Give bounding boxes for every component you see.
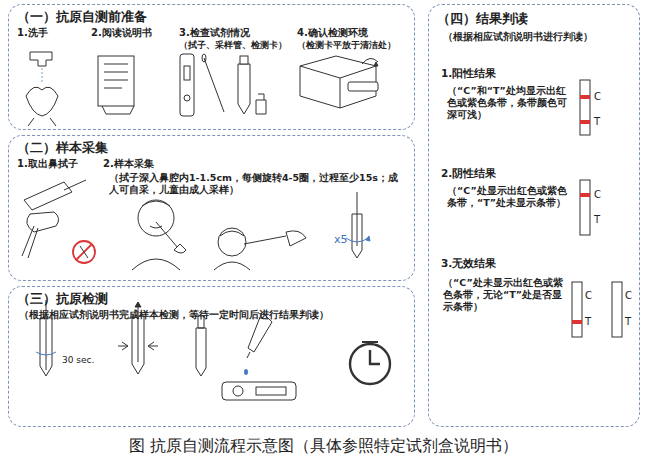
step-panel: （一）抗原自测前准备 1.洗手 2.阅读说明书 3.检查试剂情况（拭子、采样管、检测卡… xyxy=(8,4,415,130)
step-text: 1.取出鼻拭子 xyxy=(17,158,78,171)
band-letter: C xyxy=(585,290,592,301)
step-text: 2.样本采集 xyxy=(103,158,154,171)
band-letter: T xyxy=(594,116,600,127)
step-text: （根据相应试剂说明书完成样本检测，等待一定时间后进行结果判读） xyxy=(19,309,409,321)
step-text: （拭子、采样管、检测卡） xyxy=(179,40,287,51)
band-letter: T xyxy=(625,316,631,327)
step-text: 4.确认检测环境 xyxy=(297,27,368,40)
panel-heading: （一）抗原自测前准备 xyxy=(17,9,147,25)
step-text: （检测卡平放于清洁处） xyxy=(297,40,396,51)
panel-heading: （四）结果判读 xyxy=(437,11,528,27)
band-letter: T xyxy=(594,214,600,225)
band-letter: C xyxy=(625,290,632,301)
step-text: （拭子深入鼻腔内1-1.5cm，每侧旋转4-5圈，过程至少15s；成人可自采，儿… xyxy=(109,172,405,196)
step-text: （根据相应试剂说明书进行判读） xyxy=(443,31,633,43)
prep-illustrations xyxy=(26,52,378,126)
panel-heading: （二）样本采集 xyxy=(17,140,108,156)
band-letter: C xyxy=(594,91,601,102)
panel-heading: （三）抗原检测 xyxy=(17,291,108,307)
illustration-note: x5 xyxy=(334,234,348,246)
band-letter: C xyxy=(594,189,601,200)
step-text: 3.无效结果 xyxy=(441,257,496,270)
band-letter: T xyxy=(585,316,591,327)
step-text: 1.洗手 xyxy=(17,27,48,40)
figure-caption: 图 抗原自测流程示意图（具体参照特定试剂盒说明书） xyxy=(129,436,518,457)
step-text: 2.阴性结果 xyxy=(441,167,496,180)
step-text: 1.阳性结果 xyxy=(441,67,496,80)
illustration-note: 30 sec. xyxy=(62,356,94,366)
step-panel: （二）样本采集 1.取出鼻拭子 2.样本采集（拭子深入鼻腔内1-1.5cm，每侧旋转… xyxy=(8,135,415,281)
step-text: （“C”处显示出红色或紫色条带，“T”处未显示条带） xyxy=(447,185,575,209)
result-strips xyxy=(572,80,622,337)
step-text: 3.检查试剂情况 xyxy=(179,27,250,40)
step-text: （“C”和“T”处均显示出红色或紫色条带，条带颜色可深可浅） xyxy=(447,85,575,121)
step-text: （“C”处未显示出红色或紫色条带，无论“T”处是否显示条带） xyxy=(443,277,567,313)
step-panel: （四）结果判读 （根据相应试剂说明书进行判读） 1.阳性结果 （“C”和“T”处均显示… xyxy=(428,4,640,427)
step-text: 2.阅读说明书 xyxy=(91,27,152,40)
